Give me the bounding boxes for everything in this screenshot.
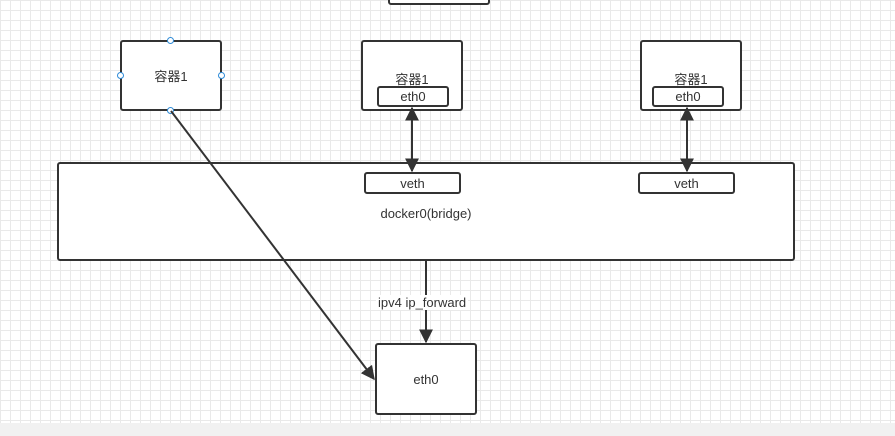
bridge-veth-mid-label: veth (400, 175, 425, 191)
container-mid-eth0[interactable]: eth0 (377, 86, 449, 107)
container-mid-eth0-label: eth0 (400, 89, 426, 104)
bridge-veth-right[interactable]: veth (638, 172, 735, 194)
host-eth0-label: eth0 (413, 371, 439, 387)
canvas-bottom-strip (0, 423, 895, 436)
edge-container-left-to-host[interactable] (170, 110, 375, 381)
edge-bridge-to-host-label: ipv4 ip_forward (376, 295, 469, 310)
container-right-eth0-label: eth0 (675, 89, 701, 104)
container-mid-label: 容器1 (395, 72, 429, 87)
bridge-veth-mid[interactable]: veth (364, 172, 461, 194)
selection-handle-left[interactable] (117, 72, 124, 79)
container-left-label: 容器1 (154, 69, 188, 84)
bridge-label: docker0(bridge) (380, 206, 472, 221)
container-right-eth0[interactable]: eth0 (652, 86, 724, 107)
bridge-veth-right-label: veth (674, 175, 699, 191)
host-eth0-node[interactable]: eth0 (375, 343, 477, 415)
selection-handle-top[interactable] (167, 37, 174, 44)
top-partial-node[interactable] (388, 0, 490, 5)
container-right-label: 容器1 (674, 72, 708, 87)
selection-handle-bottom[interactable] (167, 107, 174, 114)
selection-handle-right[interactable] (218, 72, 225, 79)
